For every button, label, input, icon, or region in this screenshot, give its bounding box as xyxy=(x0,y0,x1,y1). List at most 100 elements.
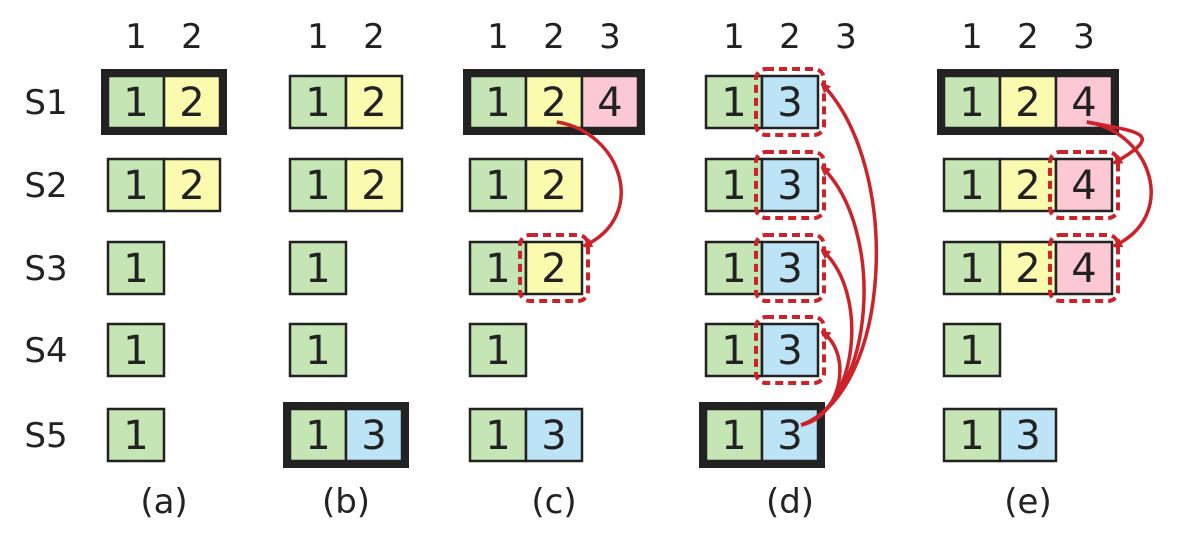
log-entry-term: 2 xyxy=(541,80,566,126)
log-entry-cell xyxy=(998,407,1058,463)
log-entry-term: 2 xyxy=(541,163,566,209)
panel-label: (c) xyxy=(531,482,576,522)
log-entry-cell xyxy=(1054,240,1114,296)
log-entry-term: 3 xyxy=(777,246,802,292)
log-entry-term: 1 xyxy=(721,246,746,292)
server-label-s4: S4 xyxy=(24,331,67,371)
log-entry-term: 2 xyxy=(361,80,386,126)
log-entry-cell xyxy=(344,157,404,213)
log-entry-term: 1 xyxy=(721,80,746,126)
log-index-label: 1 xyxy=(125,17,147,57)
replication-arrow xyxy=(556,120,623,248)
log-entry-term: 2 xyxy=(1015,80,1040,126)
log-index-label: 2 xyxy=(363,17,385,57)
log-entry-cell xyxy=(288,240,348,296)
log-entry-term: 1 xyxy=(485,328,510,374)
server-label-s3: S3 xyxy=(24,249,67,289)
log-entry-cell xyxy=(288,322,348,378)
log-entry-cell xyxy=(704,74,764,130)
log-entry-cell xyxy=(162,157,222,213)
log-entry-term: 1 xyxy=(123,413,148,459)
log-entry-term: 1 xyxy=(305,80,330,126)
log-entry-cell xyxy=(760,74,820,130)
log-entry-term: 1 xyxy=(721,163,746,209)
log-entry-cell xyxy=(106,240,166,296)
log-index-label: 1 xyxy=(723,17,745,57)
log-entry-term: 2 xyxy=(361,163,386,209)
log-entry-term: 3 xyxy=(541,413,566,459)
log-entry-term: 2 xyxy=(1015,163,1040,209)
log-entry-cell xyxy=(106,407,166,463)
log-entry-term: 1 xyxy=(959,163,984,209)
replicated-entry-highlight xyxy=(754,233,826,303)
log-index-label: 2 xyxy=(779,17,801,57)
log-entry-cell xyxy=(704,240,764,296)
log-entry-term: 1 xyxy=(123,328,148,374)
log-entry-cell xyxy=(760,157,820,213)
log-entry-term: 1 xyxy=(123,80,148,126)
log-entry-cell xyxy=(942,407,1002,463)
log-entry-cell xyxy=(1054,157,1114,213)
log-entry-term: 2 xyxy=(179,163,204,209)
log-entry-cell xyxy=(524,240,584,296)
log-entry-term: 1 xyxy=(305,328,330,374)
replicated-entry-highlight xyxy=(754,150,826,220)
server-label-s2: S2 xyxy=(24,166,67,206)
log-entry-term: 1 xyxy=(485,413,510,459)
replicated-entry-highlight xyxy=(1048,150,1120,220)
leader-outline xyxy=(283,402,409,468)
log-entry-term: 3 xyxy=(1015,413,1040,459)
log-entry-term: 1 xyxy=(485,246,510,292)
log-index-label: 1 xyxy=(307,17,329,57)
log-entry-cell xyxy=(468,322,528,378)
replicated-entry-highlight xyxy=(754,67,826,137)
log-entry-term: 1 xyxy=(721,413,746,459)
replicated-entry-highlight xyxy=(754,315,826,385)
server-log: 1 xyxy=(106,322,166,378)
log-entry-term: 1 xyxy=(485,163,510,209)
replicated-entry-highlight xyxy=(518,233,590,303)
log-entry-cell xyxy=(998,157,1058,213)
log-entry-term: 1 xyxy=(305,413,330,459)
replication-arrow xyxy=(1086,120,1153,248)
log-entry-term: 3 xyxy=(777,328,802,374)
log-entry-term: 1 xyxy=(959,413,984,459)
log-entry-term: 1 xyxy=(959,328,984,374)
log-entry-cell xyxy=(704,157,764,213)
log-entry-term: 2 xyxy=(541,246,566,292)
replicated-entry-highlight xyxy=(1048,233,1120,303)
log-entry-cell xyxy=(288,74,348,130)
log-index-label: 2 xyxy=(1017,17,1039,57)
panel-label: (d) xyxy=(766,482,814,522)
log-index-label: 1 xyxy=(487,17,509,57)
log-entry-cell xyxy=(760,240,820,296)
log-entry-term: 1 xyxy=(305,246,330,292)
log-entry-cell xyxy=(106,322,166,378)
log-entry-term: 1 xyxy=(959,80,984,126)
log-entry-term: 3 xyxy=(361,413,386,459)
log-entry-cell xyxy=(998,240,1058,296)
log-entry-term: 3 xyxy=(777,80,802,126)
server-log: 1 xyxy=(288,322,348,378)
server-log: 1 xyxy=(288,240,348,296)
log-entry-cell xyxy=(468,240,528,296)
log-entry-cell xyxy=(942,322,1002,378)
log-entry-term: 4 xyxy=(1071,163,1096,209)
log-index-label: 3 xyxy=(599,17,621,57)
log-entry-term: 1 xyxy=(485,80,510,126)
